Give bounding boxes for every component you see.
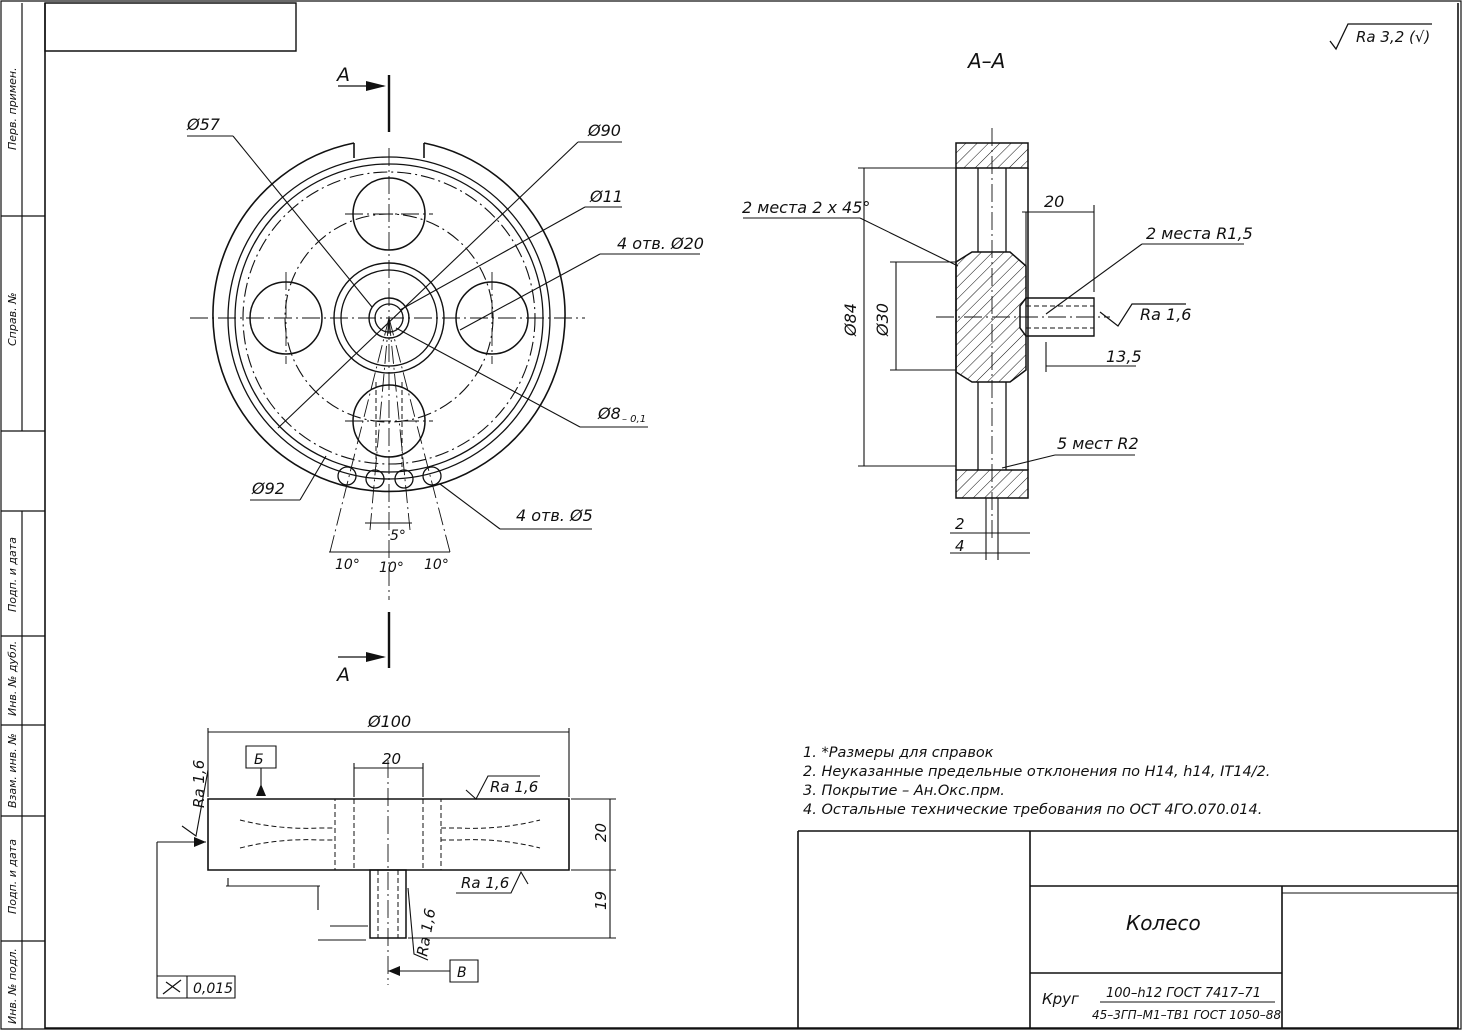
- dim-r2: 5 мест R2: [1057, 434, 1139, 453]
- dim-4-holes-d20: 4 отв. Ø20: [617, 234, 704, 253]
- dim-d30: Ø30: [873, 303, 892, 337]
- roughness-side-bottom: Ra 1,6: [461, 874, 509, 892]
- datum-v: В: [457, 965, 467, 981]
- dim-side-20: 20: [382, 750, 401, 768]
- section-arrows: [366, 81, 386, 662]
- left-stamp: [1, 3, 45, 1029]
- section-label-bottom: А: [335, 664, 350, 686]
- general-roughness-label: Ra 3,2 (√): [1356, 28, 1430, 46]
- dim-r15: 2 места R1,5: [1146, 224, 1253, 243]
- dim-angle-10-mid: 10°: [379, 560, 404, 576]
- dim-2: 2: [955, 515, 965, 533]
- dim-angle-10-right: 10°: [424, 557, 449, 573]
- material-bottom: 45–3ГП–М1–ТВ1 ГОСТ 1050–88: [1092, 1008, 1281, 1022]
- section-view: [743, 128, 1244, 560]
- note-1: 1. *Размеры для справок: [803, 745, 994, 761]
- dim-angle-10-left: 10°: [335, 557, 360, 573]
- dim-d57: Ø57: [186, 115, 221, 134]
- side-view: [157, 728, 616, 998]
- dim-d8-tolerance: – 0,1: [622, 414, 646, 425]
- dim-d90: Ø90: [587, 121, 621, 140]
- dim-d8: Ø8: [597, 404, 621, 423]
- dim-d84: Ø84: [841, 303, 860, 337]
- stamp-first-use: Перв. примен.: [6, 67, 19, 150]
- dim-d11: Ø11: [589, 187, 623, 206]
- dim-4-holes-d5: 4 отв. Ø5: [516, 506, 593, 525]
- note-3: 3. Покрытие – Ан.Окс.прм.: [803, 783, 1005, 799]
- roughness-shaft: Ra 1,6: [1140, 305, 1191, 324]
- section-label-top: А: [335, 64, 350, 86]
- stamp-reference-no: Справ. №: [6, 292, 19, 346]
- front-view: [187, 75, 700, 668]
- part-name: Колесо: [1126, 911, 1201, 935]
- dim-19: 19: [592, 891, 610, 910]
- note-2: 2. Неуказанные предельные отклонения по …: [803, 764, 1270, 780]
- title-block: [798, 831, 1458, 1028]
- dim-hub-20: 20: [1044, 192, 1064, 211]
- dim-d100: Ø100: [367, 712, 411, 731]
- dim-right-20: 20: [592, 823, 610, 842]
- material-top: 100–h12 ГОСТ 7417–71: [1106, 986, 1261, 1001]
- note-4: 4. Остальные технические требования по О…: [803, 802, 1262, 818]
- stamp-orig-inv: Инв. № подл.: [6, 948, 19, 1024]
- dim-135: 13,5: [1106, 347, 1142, 366]
- runout-tolerance: 0,015: [193, 981, 233, 997]
- dim-chamfer: 2 места 2 х 45°: [742, 198, 870, 217]
- general-roughness-symbol: [1330, 24, 1432, 49]
- roughness-side-left: Ra 1,6: [190, 760, 208, 808]
- stamp-sign-date-1: Подп. и дата: [6, 537, 19, 612]
- stamp-sign-date-2: Подп. и дата: [6, 839, 19, 914]
- dim-4: 4: [955, 537, 965, 555]
- dim-d92: Ø92: [251, 479, 285, 498]
- roughness-side-top: Ra 1,6: [490, 778, 538, 796]
- stamp-dup-inv: Инв. № дубл.: [6, 641, 19, 716]
- dim-angle-5: 5°: [390, 528, 406, 544]
- datum-b: Б: [254, 752, 264, 768]
- stamp-replace-inv: Взам. инв. №: [6, 733, 19, 808]
- roughness-shaft-side: Ra 1,6: [413, 907, 439, 958]
- section-title: А–А: [966, 49, 1005, 73]
- side-view-arrows: [194, 784, 400, 976]
- material-prefix: Круг: [1042, 990, 1079, 1008]
